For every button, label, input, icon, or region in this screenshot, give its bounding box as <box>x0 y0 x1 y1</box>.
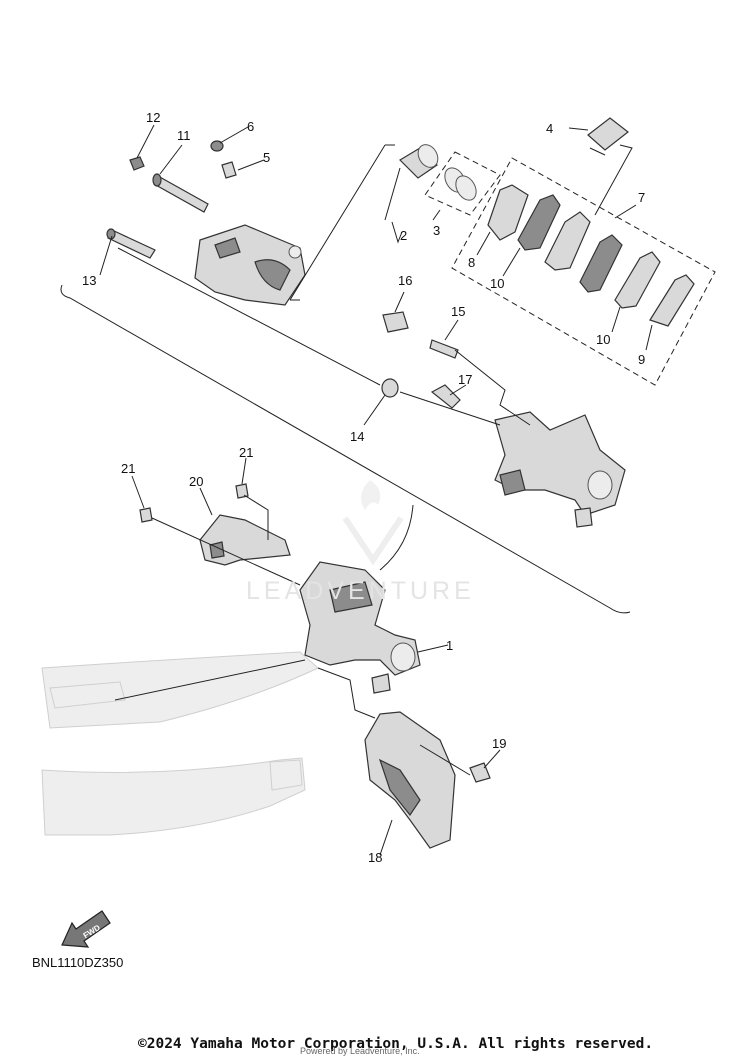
seal-kit-dashed-box <box>424 151 501 216</box>
callout-21a: 21 <box>121 461 135 476</box>
callout-19: 19 <box>492 736 506 751</box>
callout-10b: 10 <box>596 332 610 347</box>
callout-17: 17 <box>458 372 472 387</box>
callout-21b: 21 <box>239 445 253 460</box>
callout-9: 9 <box>638 352 645 367</box>
section-divider-branch <box>379 504 414 571</box>
callout-16: 16 <box>398 273 412 288</box>
callout-1: 1 <box>446 638 453 653</box>
section-divider-line <box>60 284 631 614</box>
callout-14: 14 <box>350 429 364 444</box>
part-1-caliper-assembly <box>299 561 421 694</box>
part-12-nut <box>129 156 145 171</box>
callout-4: 4 <box>546 121 553 136</box>
part-8-pad <box>487 184 529 241</box>
callout-7: 7 <box>638 190 645 205</box>
part-18-guard <box>364 711 456 849</box>
callout-18: 18 <box>368 850 382 865</box>
watermark-logo <box>342 480 404 566</box>
part-10-pad-a <box>517 194 561 251</box>
part-5-bleeder <box>221 161 237 179</box>
part-2-piston <box>399 144 439 179</box>
callout-11: 11 <box>177 128 191 143</box>
diagram-code: BNL1110DZ350 <box>32 955 124 970</box>
part-11-pin <box>152 173 209 213</box>
callout-12: 12 <box>146 110 160 125</box>
watermark-text: LEADVENTURE <box>246 577 475 605</box>
part-7-pad-b <box>544 211 591 271</box>
piston-bracket-lines <box>289 144 401 301</box>
part-13-bolt <box>106 228 156 259</box>
leader-lines <box>99 124 653 856</box>
callout-15: 15 <box>451 304 465 319</box>
part-16-pin <box>382 311 409 333</box>
callout-5: 5 <box>263 150 270 165</box>
part-7-pad-c <box>579 234 623 293</box>
caliper-body-top <box>194 224 306 306</box>
part-6-cap <box>210 140 224 152</box>
caliper-bracket-right <box>494 411 626 528</box>
fwd-arrow-icon: FWD <box>61 910 111 948</box>
part-19-bolt <box>469 762 491 783</box>
swingarm-ghost <box>41 651 319 836</box>
clip-bracket-lines <box>589 144 633 216</box>
callout-2: 2 <box>400 228 407 243</box>
part-3-seals <box>444 167 477 201</box>
callout-13: 13 <box>82 273 96 288</box>
callout-10a: 10 <box>490 276 504 291</box>
pad-kit-dashed-box <box>451 157 716 386</box>
part-20-bracket <box>199 514 291 566</box>
part-21-bolt-b <box>235 483 249 499</box>
part-9-pad-spring <box>649 274 695 327</box>
part-15-bolt <box>429 339 459 359</box>
part-10-pad-d <box>614 251 661 309</box>
callout-20: 20 <box>189 474 203 489</box>
callout-3: 3 <box>433 223 440 238</box>
part-14-boot <box>381 378 399 398</box>
watermark-subtext: Powered by Leadventure, Inc. <box>300 1046 420 1056</box>
callout-8: 8 <box>468 255 475 270</box>
copyright-notice: ©2024 Yamaha Motor Corporation, U.S.A. A… <box>138 1036 654 1052</box>
part-21-bolt-a <box>139 507 153 523</box>
callout-6: 6 <box>247 119 254 134</box>
part-17-clip <box>430 384 461 409</box>
part-4-clip <box>587 117 629 151</box>
